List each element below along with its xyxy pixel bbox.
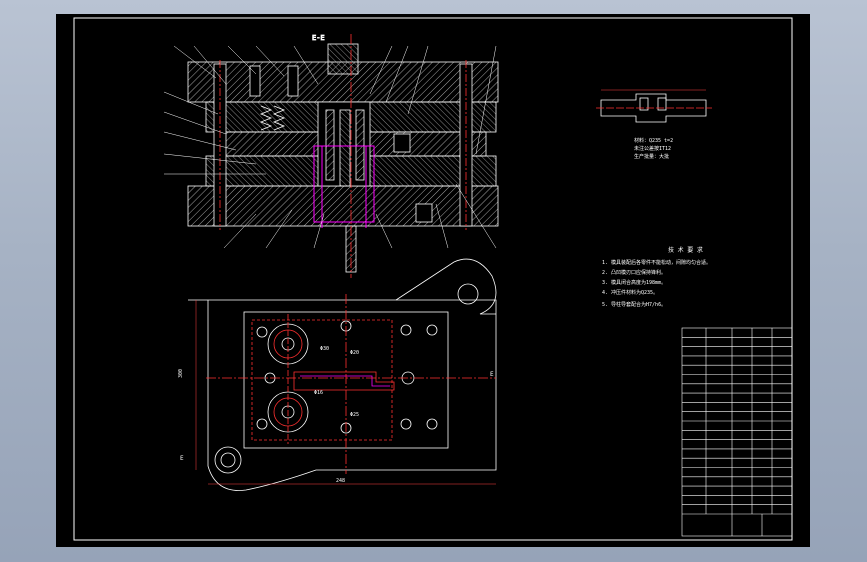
part-notes: 材料：Q235 t=2 未注公差按IT12 生产批量：大批: [634, 137, 673, 160]
dim-d2: Φ20: [350, 350, 359, 356]
svg-text:4. 冲压件材料为Q235。: 4. 冲压件材料为Q235。: [602, 289, 658, 296]
die-set-outline: [188, 299, 497, 491]
svg-text:生产批量：大批: 生产批量：大批: [634, 153, 669, 160]
svg-text:未注公差按IT12: 未注公差按IT12: [634, 145, 671, 152]
section-label: E-E: [312, 34, 325, 42]
bottom-plate: [187, 185, 499, 227]
drawing-sheet[interactable]: E-E: [56, 14, 810, 547]
dim-width: 248: [336, 478, 345, 484]
dim-d3: Φ25: [350, 412, 359, 418]
dim-d1: Φ30: [320, 346, 329, 352]
die-assembly-drawing: E-E: [73, 17, 793, 541]
dim-d4: Φ16: [314, 390, 323, 396]
svg-text:2. 凸凹模刃口应保持锋利。: 2. 凸凹模刃口应保持锋利。: [602, 269, 666, 276]
section-view: E-E: [163, 34, 499, 278]
lever-arm: [395, 258, 497, 315]
datum-left: E: [180, 455, 184, 462]
shank: [327, 43, 359, 75]
pivot-hole-lower: [214, 446, 242, 474]
dim-length: 300: [178, 369, 184, 378]
workpiece-view: [596, 89, 712, 123]
svg-text:1. 模具装配后各零件不能松动，间隙均匀合适。: 1. 模具装配后各零件不能松动，间隙均匀合适。: [602, 259, 711, 266]
svg-text:5. 导柱导套配合为H7/h6。: 5. 导柱导套配合为H7/h6。: [602, 301, 666, 308]
title-block: [681, 327, 793, 537]
sheet-border: [73, 17, 793, 541]
pivot-hole: [457, 283, 479, 305]
strip-layout: [293, 371, 395, 391]
plan-view: [188, 258, 497, 491]
tech-title: 技 术 要 求: [668, 246, 703, 254]
datum-right: E: [490, 371, 494, 378]
svg-text:3. 模具闭合高度为198mm。: 3. 模具闭合高度为198mm。: [602, 279, 666, 286]
svg-text:材料：Q235 t=2: 材料：Q235 t=2: [634, 137, 673, 144]
tech-requirements: 技 术 要 求 1. 模具装配后各零件不能松动，间隙均匀合适。 2. 凸凹模刃口…: [602, 246, 711, 308]
